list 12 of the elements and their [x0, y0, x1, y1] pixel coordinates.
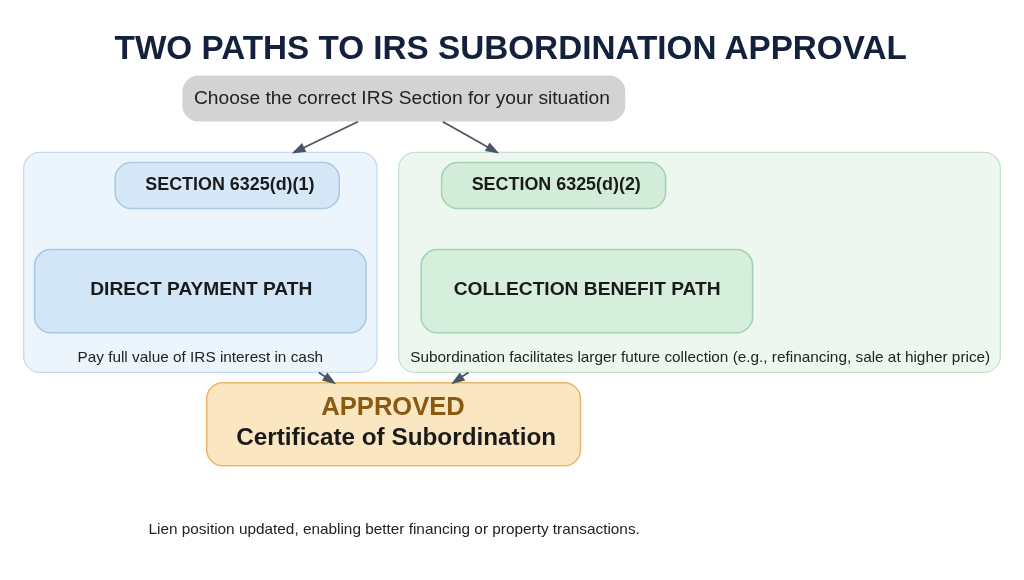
diagram-title: TWO PATHS TO IRS SUBORDINATION APPROVAL: [114, 28, 907, 66]
arrow: [451, 371, 470, 384]
node-box: SECTION 6325(d)(1): [114, 161, 340, 209]
node-label: Lien position updated, enabling better financing or property transactions.: [148, 519, 640, 537]
node-box: APPROVED Certificate of Subordination: [205, 381, 582, 467]
arrow: [441, 120, 500, 154]
arrow: [291, 120, 359, 153]
arrow: [317, 371, 337, 384]
node-box: COLLECTION BENEFIT PATH: [420, 248, 754, 333]
node-box: SECTION 6325(d)(2): [440, 161, 667, 209]
node-box: Choose the correct IRS Section for your situation: [182, 75, 626, 122]
node-box: DIRECT PAYMENT PATH: [33, 248, 367, 333]
